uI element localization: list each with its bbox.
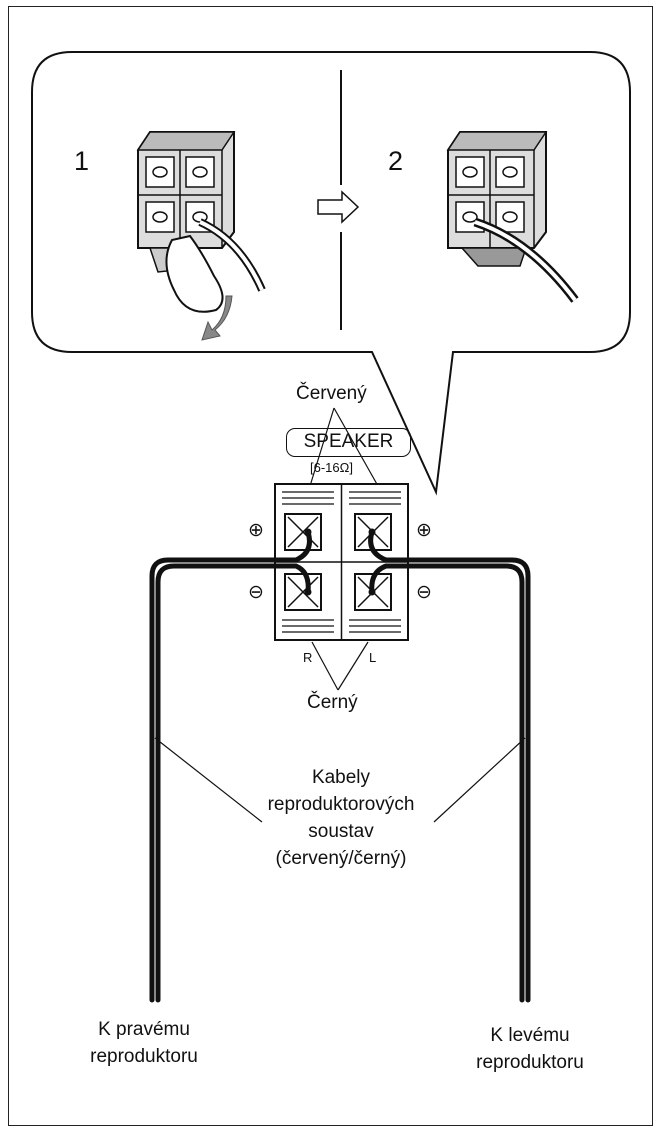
plus-icon-right: ⊕	[248, 520, 264, 541]
to-left-speaker-label: K levému reproduktoru	[430, 1022, 630, 1076]
red-label: Červený	[296, 383, 367, 404]
speaker-label: SPEAKER	[286, 428, 411, 457]
terminal-step2-illustration	[446, 131, 579, 303]
impedance-label: [6-16Ω]	[310, 460, 353, 475]
cables-label: Kabely reproduktorových soustav (červený…	[226, 764, 456, 872]
to-right-line-2: reproduktoru	[90, 1046, 198, 1067]
step-1-number: 1	[74, 146, 90, 176]
page-frame	[8, 6, 653, 1126]
terminal-step1-illustration	[136, 131, 266, 341]
press-arrow-icon	[201, 295, 233, 341]
cables-line-2: reproduktorových	[267, 794, 415, 815]
black-pointer-left	[311, 641, 339, 691]
to-right-speaker-label: K pravému reproduktoru	[44, 1016, 244, 1070]
channel-l-label: L	[369, 650, 377, 665]
to-left-line-2: reproduktoru	[476, 1052, 584, 1073]
black-label: Černý	[307, 692, 358, 713]
red-pointer-left	[309, 407, 335, 487]
cable-pointer-left	[154, 737, 263, 823]
red-pointer-right	[333, 407, 379, 487]
plus-icon-left: ⊕	[416, 520, 432, 541]
step-2-number: 2	[388, 146, 404, 176]
terminal-socket-right-plus	[284, 513, 322, 551]
cables-line-1: Kabely	[311, 767, 371, 788]
minus-icon-right: ⊖	[248, 582, 264, 603]
step-arrow-icon	[317, 190, 360, 224]
cable-pointer-right	[433, 737, 526, 823]
to-right-line-1: K pravému	[98, 1019, 190, 1040]
minus-icon-left: ⊖	[416, 582, 432, 603]
terminal-socket-right-minus	[284, 573, 322, 611]
cables-line-3: soustav	[308, 821, 374, 842]
callout-bubble	[31, 51, 631, 496]
finger-icon	[165, 234, 224, 313]
cables-line-4: (červený/černý)	[275, 848, 407, 869]
wire-ends	[304, 528, 376, 596]
black-pointer-right	[337, 641, 369, 691]
to-left-line-1: K levému	[490, 1025, 570, 1046]
channel-r-label: R	[303, 650, 313, 665]
speaker-cables	[149, 529, 531, 1003]
